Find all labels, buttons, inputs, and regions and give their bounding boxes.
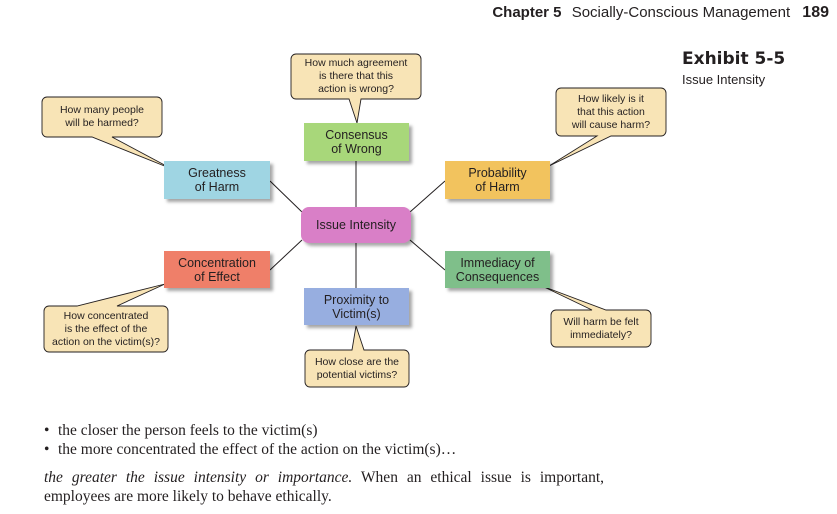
body-text: •the closer the person feels to the vict… — [44, 421, 604, 506]
callout-concentration — [43, 283, 169, 353]
node-greatness-of-harm: Greatness of Harm — [164, 161, 270, 199]
running-header: Chapter 5 Socially-Conscious Management … — [492, 4, 829, 22]
callout-harm-text: How many people will be harmed? — [59, 104, 145, 129]
node-concentration-of-effect: Concentration of Effect — [164, 251, 270, 288]
exhibit-label: Exhibit 5-5 — [682, 49, 786, 69]
conclusion-italic: the greater the issue intensity or impor… — [44, 469, 353, 486]
callout-probability — [548, 87, 667, 167]
bullet-item: •the closer the person feels to the vict… — [44, 422, 318, 439]
bullet-text: the more concentrated the effect of the … — [58, 441, 457, 458]
callout-immediacy-text: Will harm be felt immediately? — [563, 315, 639, 341]
connector-lines — [269, 161, 446, 289]
node-issue-intensity: Issue Intensity — [301, 207, 411, 243]
bullet-item: •the more concentrated the effect of the… — [44, 441, 457, 458]
page-number: 189 — [802, 4, 829, 21]
callout-bubbles — [41, 53, 667, 388]
node-proximity-to-victims: Proximity to Victim(s) — [304, 288, 409, 325]
conclusion-rest: When an ethical issue is important, empl… — [44, 469, 604, 505]
callout-consensus — [290, 53, 422, 124]
issue-intensity-diagram — [41, 53, 667, 388]
callout-proximity — [304, 325, 410, 388]
exhibit-subtitle: Issue Intensity — [682, 72, 766, 87]
node-consensus-of-wrong: Consensus of Wrong — [304, 123, 409, 161]
callout-concentration-text: How concentrated is the effect of the ac… — [52, 309, 160, 348]
node-immediacy-of-consequences: Immediacy of Consequences — [445, 251, 550, 288]
callout-consensus-text: How much agreement is there that this ac… — [304, 57, 408, 95]
chapter-title: Socially-Conscious Management — [571, 4, 791, 21]
conclusion-paragraph: the greater the issue intensity or impor… — [44, 468, 604, 506]
callout-proximity-text: How close are the potential victims? — [314, 355, 400, 381]
callout-harm — [41, 96, 173, 170]
chapter-label: Chapter 5 — [492, 4, 562, 21]
callout-probability-text: How likely is it that this action will c… — [571, 92, 651, 131]
bullet-text: the closer the person feels to the victi… — [58, 422, 318, 439]
node-probability-of-harm: Probability of Harm — [445, 161, 550, 199]
callout-immediacy — [541, 285, 652, 348]
